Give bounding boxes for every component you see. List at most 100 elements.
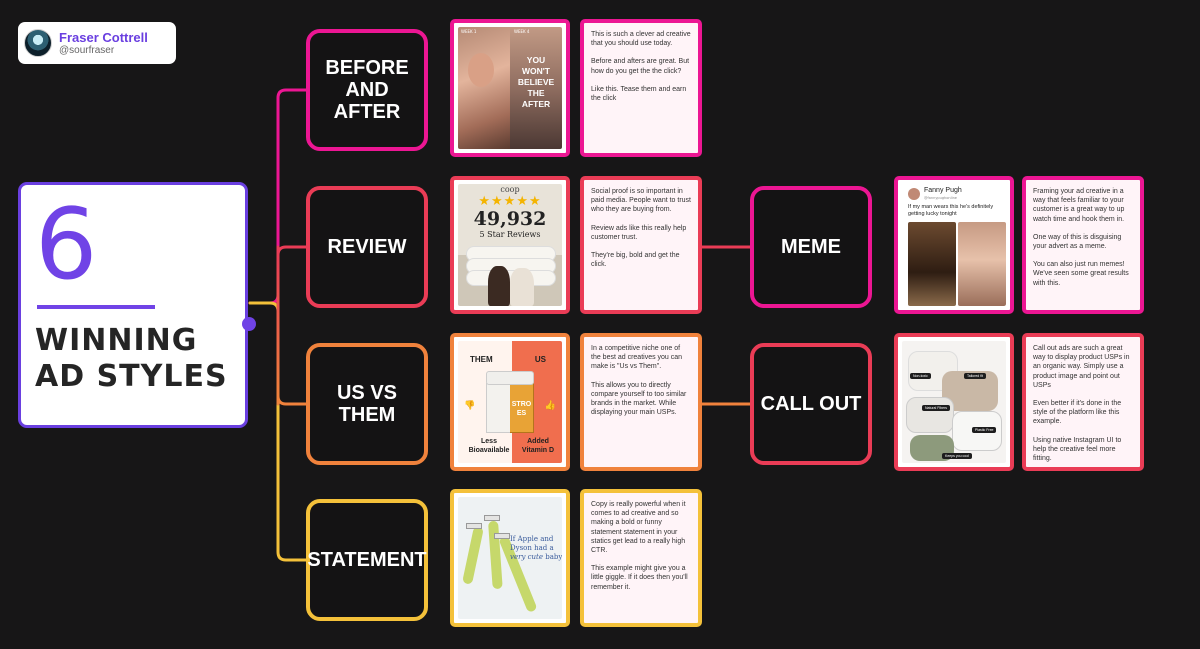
jar-lid (486, 371, 534, 385)
author-name: Fraser Cottrell (59, 29, 148, 45)
image-call-out: Non-toxic Tailored fit Natural Fibers Pl… (894, 333, 1014, 471)
razor-head (484, 515, 500, 521)
node-label-line: THEM (338, 404, 396, 426)
avatar (24, 29, 52, 57)
teaser-text: YOU WON'T BELIEVE THE AFTER (510, 55, 562, 110)
meme-photo-product (908, 222, 956, 306)
node-review: REVIEW (306, 186, 428, 308)
them-heading: THEM (470, 355, 493, 364)
caption-end: baby (545, 553, 562, 561)
statement-caption: If Apple and Dyson had a very cute baby (510, 535, 562, 562)
description-paragraph: Using native Instagram UI to help the cr… (1033, 436, 1122, 463)
description-paragraph: Call out ads are such a great way to dis… (1033, 345, 1130, 389)
image-review: coop ★★★★★ 49,932 5 Star Reviews (450, 176, 570, 314)
callout-tag: Tailored fit (964, 373, 986, 379)
tweet-handle: @fannypughonline (924, 196, 957, 200)
text-call-out: Call out ads are such a great way to dis… (1022, 333, 1144, 471)
week-tag-before: WEEK 1 (461, 29, 477, 34)
tweet-author: Fanny Pugh (924, 187, 962, 194)
thumbs-down-icon: 👎 (464, 401, 476, 411)
person-silhouette (510, 268, 534, 306)
jar-body-plain (486, 383, 510, 433)
author-badge[interactable]: Fraser Cottrell @sourfraser (18, 22, 176, 64)
node-before-and-after: BEFORE AND AFTER (306, 29, 428, 151)
text-before-and-after: This is such a clever ad creative that y… (580, 19, 702, 157)
description-paragraph: Framing your ad creative in a way that f… (1033, 188, 1125, 223)
callout-tag: Non-toxic (910, 373, 931, 379)
connector-statement (248, 301, 310, 562)
node-label-line: MEME (781, 236, 841, 258)
teaser-line: AFTER (521, 99, 551, 109)
node-label-line: US VS (336, 382, 398, 404)
description-paragraph: In a competitive niche one of the best a… (591, 345, 683, 371)
description-paragraph: They're big, bold and get the click. (591, 252, 680, 269)
teaser-line: THE (527, 88, 545, 98)
connector-us-vs-them (276, 394, 310, 406)
caption-plain: If Apple and Dyson had a (510, 535, 554, 552)
week-tag-after: WEEK 4 (514, 29, 530, 34)
node-label-line: CALL OUT (760, 393, 862, 415)
callout-tag: Keeps you cool (942, 453, 972, 459)
title-underline (37, 305, 155, 309)
description-paragraph: This allows you to directly compare your… (591, 381, 687, 417)
product-jar: STRO ES (486, 371, 534, 433)
text-meme: Framing your ad creative in a way that f… (1022, 176, 1144, 314)
tweet-text: If my man wears this he's definitely get… (908, 204, 994, 217)
tweet-avatar (908, 188, 920, 200)
image-us-vs-them: THEM US STRO ES 👎 👍 Less Bioavailable Ad… (450, 333, 570, 471)
them-caption: Less Bioavailable (468, 438, 510, 454)
thumbs-up-icon: 👍 (544, 401, 556, 411)
description-paragraph: Like this. Tease them and earn the click (591, 85, 687, 103)
description-paragraph: Copy is really powerful when it comes to… (591, 501, 686, 555)
garment-shape (906, 397, 954, 433)
callout-tag: Plastic Free (972, 427, 997, 433)
description-paragraph: Before and afters are great. But how do … (591, 58, 690, 75)
before-photo (458, 27, 510, 149)
text-statement: Copy is really powerful when it comes to… (580, 489, 702, 627)
node-label-line: STATEMENT (307, 549, 427, 571)
title-connector-dot (242, 317, 256, 331)
description-paragraph: You can also just run memes! We've seen … (1033, 261, 1129, 287)
image-statement: If Apple and Dyson had a very cute baby (450, 489, 570, 627)
image-meme: Fanny Pugh @fannypughonline If my man we… (894, 176, 1014, 314)
teaser-line: YOU (526, 55, 546, 65)
node-label-line: AND (345, 79, 389, 101)
title-card: 6 WINNING AD STYLES (18, 182, 248, 428)
node-label-line: BEFORE (325, 57, 409, 79)
callout-tag: Natural Fibers (922, 405, 950, 411)
image-before-and-after: WEEK 1 WEEK 4 YOU WON'T BELIEVE THE AFTE… (450, 19, 570, 157)
us-heading: US (534, 355, 546, 364)
title-line-1: WINNING (35, 323, 198, 358)
meme-photo-person (958, 222, 1006, 306)
caption-script: very cute (510, 553, 544, 561)
person-silhouette (488, 266, 510, 306)
star-rating-icon: ★★★★★ (478, 194, 542, 209)
description-paragraph: One way of this is disguising your adver… (1033, 233, 1122, 251)
node-label-line: AFTER (333, 101, 401, 123)
text-us-vs-them: In a competitive niche one of the best a… (580, 333, 702, 471)
node-statement: STATEMENT (306, 499, 428, 621)
text-review: Social proof is so important in paid med… (580, 176, 702, 314)
brand-logo: coop (500, 185, 520, 194)
teaser-line: WON'T (522, 66, 550, 76)
razor-head (494, 533, 510, 539)
description-paragraph: Review ads like this really help custome… (591, 224, 687, 241)
us-caption: Added Vitamin D (521, 438, 555, 454)
jar-body-branded: STRO ES (510, 383, 534, 433)
description-paragraph: Even better if it's done in the style of… (1033, 400, 1122, 426)
title-number: 6 (35, 188, 98, 302)
connector-review (276, 245, 310, 257)
description-paragraph: This example might give you a little gig… (591, 565, 688, 591)
author-handle: @sourfraser (59, 44, 115, 56)
razor-head (466, 523, 482, 529)
description-paragraph: Social proof is so important in paid med… (591, 188, 692, 214)
node-call-out: CALL OUT (750, 343, 872, 465)
node-label-line: REVIEW (327, 236, 407, 258)
review-count: 49,932 (473, 208, 547, 230)
review-caption: 5 Star Reviews (479, 230, 541, 239)
description-paragraph: This is such a clever ad creative that y… (591, 31, 691, 48)
node-meme: MEME (750, 186, 872, 308)
teaser-line: BELIEVE (517, 77, 555, 87)
node-us-vs-them: US VS THEM (306, 343, 428, 465)
